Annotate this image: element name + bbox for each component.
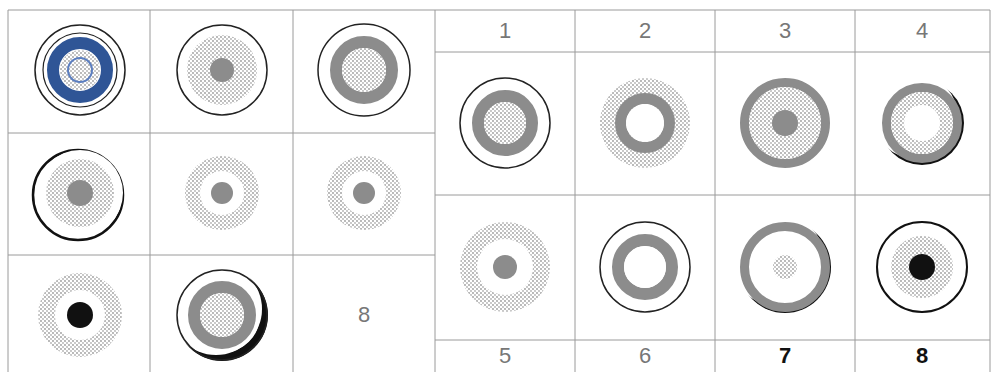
option-number: 3	[779, 18, 791, 44]
thick-ring	[194, 287, 250, 343]
option-number: 5	[499, 343, 511, 369]
grid-line	[990, 10, 991, 372]
filled-disc	[773, 255, 797, 279]
grid-line	[855, 10, 856, 372]
filled-disc	[211, 182, 233, 204]
filled-disc	[69, 59, 91, 81]
thick-ring	[478, 96, 532, 150]
filled-disc	[772, 110, 798, 136]
option-number: 2	[639, 18, 651, 44]
filled-disc	[493, 255, 517, 279]
option-number: 7	[779, 343, 791, 369]
thin-ring	[33, 150, 123, 240]
filled-disc	[342, 48, 386, 92]
circle-figures	[33, 24, 967, 361]
filled-disc	[67, 57, 93, 83]
grid-line	[715, 10, 716, 372]
filled-disc	[46, 159, 114, 227]
thick-ring	[745, 83, 826, 164]
filled-disc	[626, 104, 664, 142]
filled-disc	[200, 293, 244, 337]
filled-disc	[484, 102, 526, 144]
thick-ring	[621, 99, 670, 148]
option-number: 4	[916, 18, 928, 44]
thin-ring	[460, 78, 550, 168]
filled-disc	[43, 33, 117, 107]
option-number: 1	[499, 18, 511, 44]
thin-ring	[600, 222, 690, 312]
filled-disc	[745, 227, 825, 307]
grid-line	[8, 10, 990, 11]
filled-disc	[874, 75, 958, 159]
filled-disc	[891, 236, 953, 298]
grid-line	[8, 10, 9, 372]
filled-disc	[749, 87, 821, 159]
filled-disc	[904, 105, 940, 141]
thin-ring	[177, 270, 267, 360]
grid-line	[575, 10, 576, 372]
filled-disc	[184, 277, 260, 353]
grid-line	[8, 133, 435, 134]
filled-disc	[884, 85, 960, 161]
grid-line	[435, 10, 436, 372]
thin-ring	[35, 25, 125, 115]
thin-ring	[318, 24, 410, 116]
filled-disc	[600, 78, 690, 168]
filled-disc	[37, 150, 123, 236]
option-number: 6	[639, 343, 651, 369]
thin-ring	[43, 33, 117, 107]
grid-line	[435, 52, 990, 53]
filled-disc	[327, 156, 401, 230]
grid-line	[8, 255, 435, 256]
thick-ring	[336, 42, 392, 98]
filled-disc	[55, 290, 105, 340]
filled-disc	[733, 215, 825, 307]
filled-disc	[187, 35, 257, 105]
filled-disc	[200, 171, 244, 215]
filled-disc	[38, 273, 122, 357]
thin-ring	[177, 25, 267, 115]
filled-disc	[891, 92, 953, 154]
filled-disc	[353, 182, 375, 204]
grid-line	[150, 10, 151, 372]
thick-ring	[618, 240, 672, 294]
filled-disc	[342, 171, 386, 215]
thin-ring	[877, 222, 967, 312]
filled-disc	[67, 180, 93, 206]
thick-ring	[53, 43, 107, 97]
filled-disc	[624, 246, 666, 288]
missing-cell-number: 8	[358, 302, 370, 328]
option-number: 8	[916, 343, 928, 369]
thick-ring	[887, 88, 958, 159]
filled-disc	[477, 239, 533, 295]
grid-line	[435, 195, 990, 196]
filled-disc	[210, 58, 234, 82]
grid-line	[293, 10, 294, 372]
filled-disc	[909, 254, 935, 280]
filled-disc	[170, 263, 262, 355]
filled-disc	[60, 50, 100, 90]
filled-disc	[67, 302, 93, 328]
filled-disc	[460, 222, 550, 312]
filled-disc	[176, 269, 268, 361]
grid-lines	[8, 10, 990, 372]
thick-ring	[745, 227, 826, 308]
grid-line	[435, 340, 990, 341]
filled-disc	[185, 156, 259, 230]
